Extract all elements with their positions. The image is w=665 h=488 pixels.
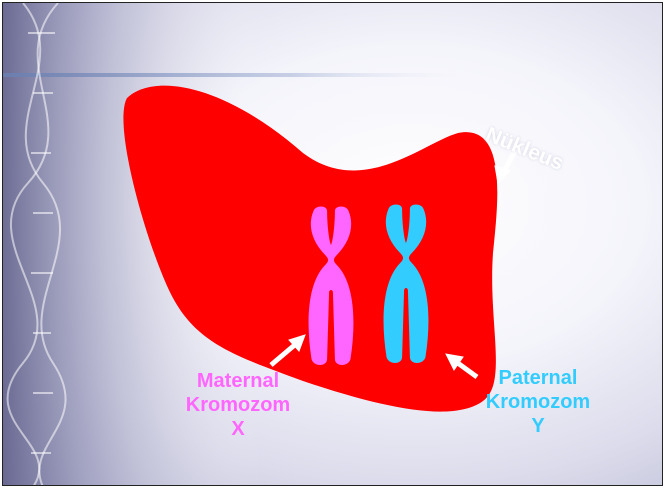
maternal-label: Maternal Kromozom X [163,369,313,441]
maternal-label-line1: Maternal [163,369,313,393]
maternal-label-line3: X [163,417,313,441]
paternal-label-line1: Paternal [463,366,613,390]
nucleus-shape [123,86,497,412]
paternal-label-line2: Kromozom [463,390,613,414]
maternal-label-line2: Kromozom [163,393,313,417]
paternal-label: Paternal Kromozom Y [463,366,613,438]
paternal-label-line3: Y [463,414,613,438]
